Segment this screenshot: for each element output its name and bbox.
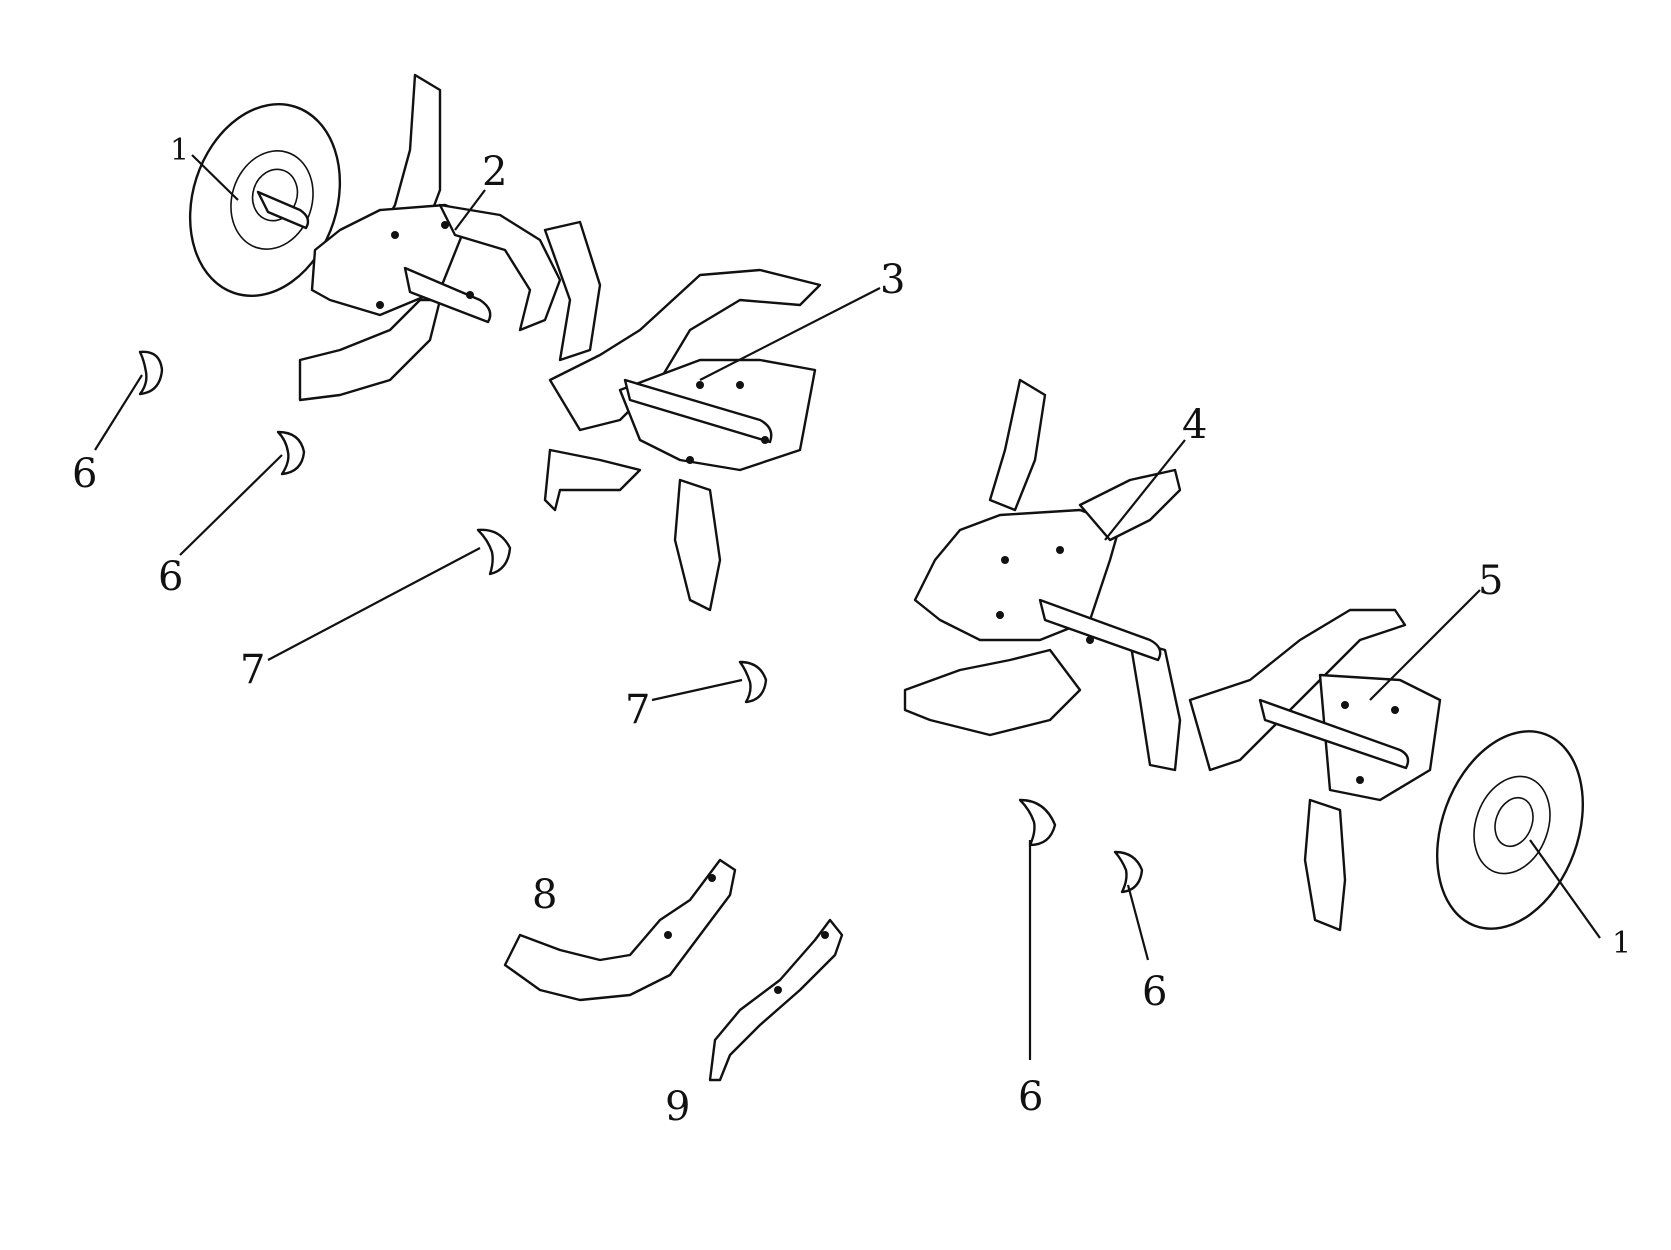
clip-pin-6d — [1113, 850, 1144, 894]
leader-lines — [94, 154, 1601, 1060]
callout-6b: 6 — [158, 554, 183, 600]
blade-9 — [708, 918, 844, 1082]
leader-5 — [1369, 589, 1481, 701]
side-plate-left — [188, 102, 342, 298]
leader-7b — [651, 678, 743, 702]
callout-1a: 1 — [170, 133, 189, 168]
callout-6d: 6 — [1142, 969, 1167, 1015]
callout-7a: 7 — [240, 647, 265, 693]
clip-pin-7a — [476, 528, 512, 576]
callout-1b: 1 — [1612, 926, 1631, 961]
leader-3 — [699, 287, 881, 381]
leader-6d — [1126, 884, 1150, 961]
tine-assembly-right-outer — [1188, 608, 1442, 932]
callout-4: 4 — [1182, 402, 1207, 448]
tine-assembly-right-inner — [903, 378, 1182, 772]
tine-assembly-left-inner — [543, 220, 822, 612]
callout-6a: 6 — [72, 451, 97, 497]
blade-8 — [503, 858, 737, 1002]
callout-8: 8 — [532, 872, 557, 918]
callout-6c: 6 — [1018, 1074, 1043, 1120]
clip-pin-6a — [138, 350, 164, 396]
leader-6a — [94, 374, 143, 451]
leader-2 — [454, 189, 486, 231]
callout-9: 9 — [665, 1084, 690, 1130]
leader-4 — [1104, 439, 1186, 541]
callout-5: 5 — [1478, 558, 1503, 604]
leader-7a — [267, 547, 481, 661]
callouts: 1 2 3 4 5 6 6 7 7 8 9 6 6 1 — [72, 133, 1631, 1130]
callout-2: 2 — [482, 149, 507, 195]
clip-pin-6b — [276, 430, 306, 476]
clip-pin-6c — [1018, 798, 1057, 847]
leader-1b — [1529, 839, 1601, 939]
leader-6b — [179, 454, 283, 556]
clip-pin-7b — [738, 660, 768, 704]
callout-7b: 7 — [625, 687, 650, 733]
side-plate-right — [1435, 730, 1585, 930]
callout-3: 3 — [880, 257, 905, 303]
leader-1a — [191, 154, 239, 201]
tine-assembly-left-outer — [298, 73, 562, 402]
